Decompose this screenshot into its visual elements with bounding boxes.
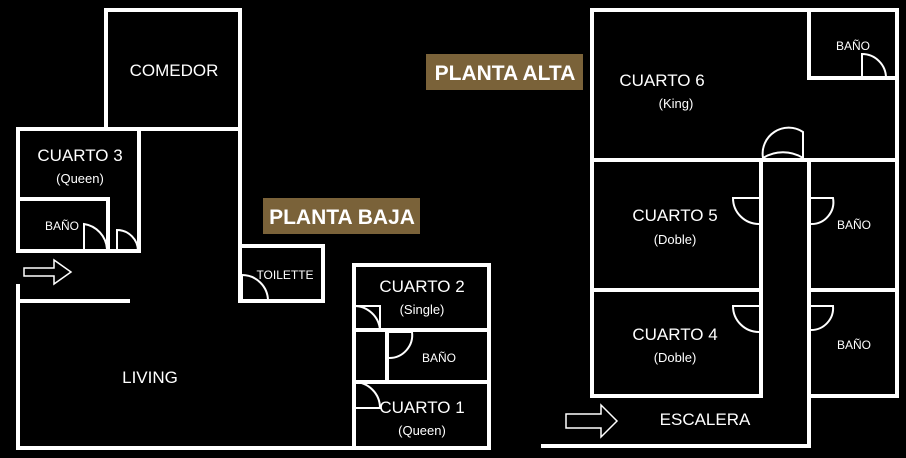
- toilette-label: TOILETTE: [256, 268, 313, 282]
- ground-floor-doors: [83, 222, 414, 409]
- bano-c3-walls: [16, 197, 110, 253]
- bano-c3-label: BAÑO: [45, 219, 79, 233]
- bano-c6-walls: [807, 8, 899, 80]
- stair-arrow-icon: [565, 403, 619, 439]
- bano-c2-label: BAÑO: [422, 351, 456, 365]
- cuarto6-bed-label: (King): [659, 96, 694, 111]
- comedor-label: COMEDOR: [130, 61, 219, 80]
- bano-c5-label: BAÑO: [837, 218, 871, 232]
- door-bano-c3: [83, 222, 108, 251]
- door-bano-c4: [810, 305, 835, 332]
- upper-floor-doors: [731, 52, 887, 333]
- upper-outer-right: [590, 8, 899, 448]
- door-bano-c6: [861, 52, 887, 79]
- cuarto3-bed-label: (Queen): [56, 171, 104, 186]
- door-cuarto1: [353, 381, 382, 409]
- cuarto1-bed-label: (Queen): [398, 423, 446, 438]
- cuarto6-label: CUARTO 6: [619, 71, 704, 90]
- planta-alta-title: PLANTA ALTA: [435, 62, 576, 85]
- door-bano-c2: [388, 331, 414, 360]
- living-label: LIVING: [122, 368, 178, 387]
- toilette-walls: [238, 244, 325, 303]
- ground-floor-walls: [16, 8, 491, 450]
- upper-floor-walls: [541, 8, 899, 448]
- cuarto4-bed-label: (Doble): [654, 350, 697, 365]
- right-block-walls: [352, 263, 491, 450]
- upper-outer-left: [590, 8, 763, 398]
- bano-c4-label: BAÑO: [837, 338, 871, 352]
- living-walls: [16, 127, 356, 450]
- planta-baja-title: PLANTA BAJA: [269, 206, 415, 229]
- cuarto5-bed-label: (Doble): [654, 232, 697, 247]
- cuarto2-bed-label: (Single): [400, 302, 445, 317]
- planta-baja-badge: [263, 198, 420, 234]
- door-bano-c5: [810, 197, 835, 226]
- door-cuarto3: [116, 228, 139, 252]
- door-cuarto5: [731, 197, 760, 225]
- door-cuarto2: [353, 304, 381, 331]
- cuarto1-label: CUARTO 1: [379, 398, 464, 417]
- door-toilette: [241, 273, 269, 302]
- escalera-label: ESCALERA: [660, 410, 751, 429]
- door-cuarto4: [731, 305, 760, 333]
- cuarto3-label: CUARTO 3: [37, 146, 122, 165]
- bano-c6-label: BAÑO: [836, 39, 870, 53]
- planta-alta-badge: [426, 54, 583, 90]
- cuarto2-label: CUARTO 2: [379, 277, 464, 296]
- cuarto5-label: CUARTO 5: [632, 206, 717, 225]
- cuarto4-label: CUARTO 4: [632, 325, 717, 344]
- entry-arrow-icon: [23, 258, 73, 286]
- door-cuarto6: [761, 126, 804, 160]
- corridor-walls: [759, 158, 811, 398]
